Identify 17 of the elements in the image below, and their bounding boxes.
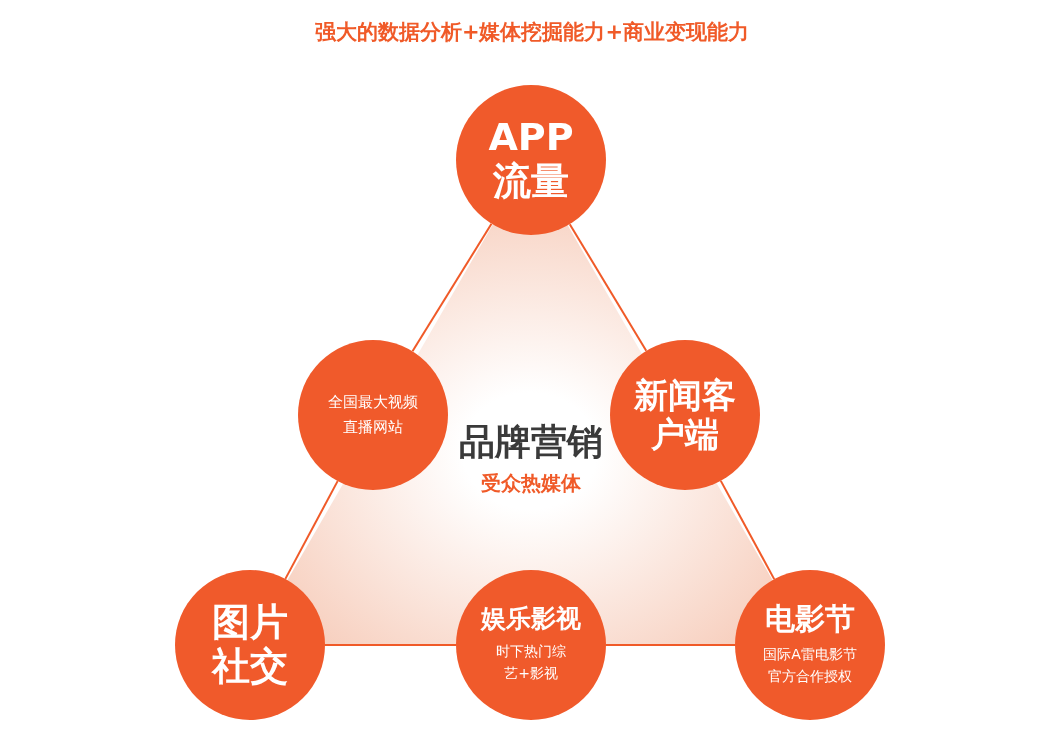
circle-title: 新闻客户端 <box>633 375 737 455</box>
connector-line <box>568 223 648 352</box>
circle-title: 图片社交 <box>210 601 289 689</box>
circle-subtitle: 时下热门综艺+影视 <box>495 642 567 684</box>
connector-line <box>719 479 776 581</box>
connector-line <box>411 222 493 353</box>
circle-title: APP流量 <box>487 116 575 204</box>
circle-title: 全国最大视频直播网站 <box>327 391 419 438</box>
title: 强大的数据分析+媒体挖掘能力+商业变现能力 <box>313 19 751 46</box>
center-subtitle: 受众热媒体 <box>480 470 582 497</box>
circle-title: 电影节 <box>764 602 856 637</box>
circle-subtitle: 国际A雷电影节官方合作授权 <box>762 644 858 687</box>
connector-line <box>324 644 457 646</box>
connector-line <box>284 480 339 580</box>
connector-line <box>605 644 736 646</box>
circle-title: 娱乐影视 <box>479 605 582 634</box>
center-title: 品牌营销 <box>458 420 604 464</box>
